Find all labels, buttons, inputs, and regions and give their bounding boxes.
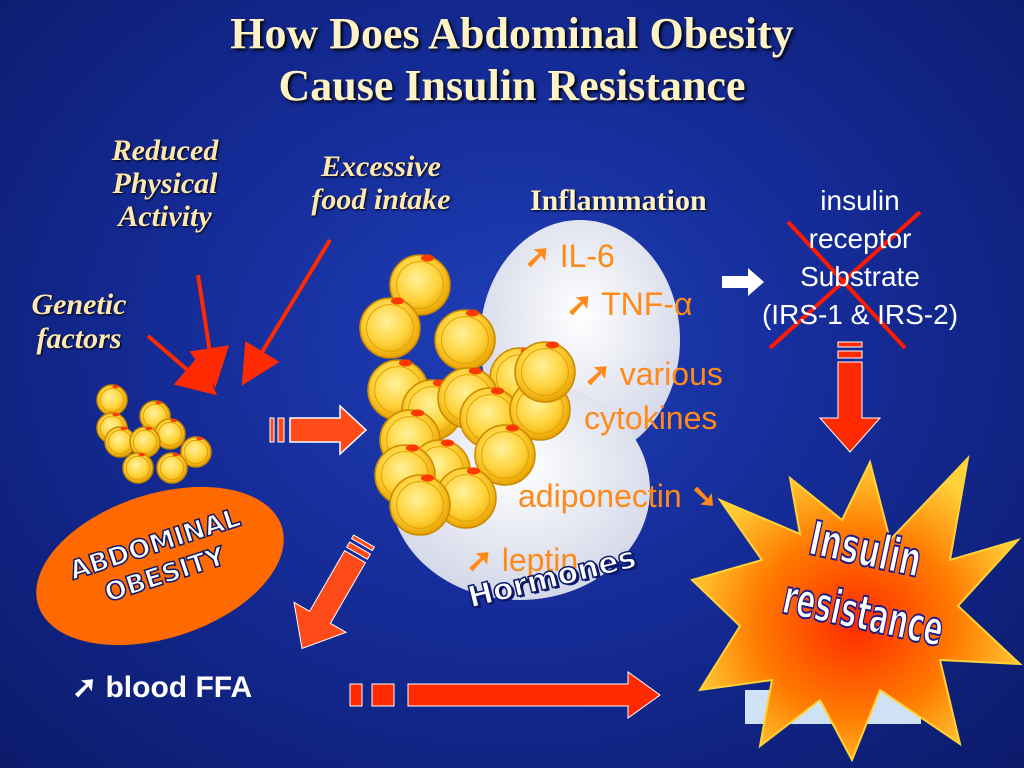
leptin-label: leptin: [501, 542, 579, 578]
reduced-line-3: Activity: [118, 200, 212, 233]
genetic-line-2: factors: [36, 322, 122, 355]
abdominal-obesity-ellipse: [36, 486, 284, 646]
up-arrow-icon: ➚: [584, 356, 611, 392]
il6-item: ➚ IL-6: [524, 238, 615, 274]
fat-cell: [389, 474, 451, 536]
blood-ffa-item: ➚ blood FFA: [72, 670, 252, 705]
white-pointer-arrow: [722, 268, 764, 296]
reduced-line-1: Reduced: [111, 134, 219, 167]
insulin-resistance-starburst: [690, 454, 1023, 763]
fat-cell: [474, 424, 536, 486]
genetic-factors-arrow: [146, 334, 218, 396]
reduced-activity-label: Reduced Physical Activity: [80, 134, 250, 233]
down-arrow-icon: ➘: [690, 478, 718, 514]
page-title: How Does Abdominal Obesity Cause Insulin…: [0, 8, 1024, 112]
fat-cell: [122, 452, 154, 484]
excessive-food-label: Excessive food intake: [276, 150, 486, 216]
excessive-line-1: Excessive: [321, 150, 441, 183]
small-fat-cell-cluster: [96, 384, 212, 484]
genetic-line-1: Genetic: [31, 288, 127, 321]
irs-line-3: Substrate: [800, 261, 920, 292]
up-arrow-icon: ➚: [466, 542, 493, 578]
large-fat-cell-cluster: [359, 254, 576, 536]
genetic-factors-label: Genetic factors: [4, 288, 154, 356]
il6-label: IL-6: [559, 238, 615, 274]
up-arrow-icon: ➚: [72, 671, 98, 704]
food-intake-arrow: [241, 238, 332, 386]
reduced-line-2: Physical: [112, 167, 218, 200]
tnf-label: TNF-α: [601, 286, 693, 322]
up-arrow-icon: ➚: [524, 238, 551, 274]
fat-cell: [359, 297, 421, 359]
irs-down-arrow: [818, 341, 882, 453]
fat-cell: [129, 426, 161, 458]
irs-line-1: insulin: [820, 185, 900, 216]
fat-cell: [434, 309, 496, 371]
fat-cell: [96, 384, 128, 416]
fat-cell: [156, 452, 188, 484]
fat-cell: [180, 436, 212, 468]
up-arrow-icon: ➚: [566, 286, 593, 322]
hormones-blob: [390, 380, 650, 600]
irs-label: insulin receptor Substrate (IRS-1 & IRS-…: [740, 182, 980, 334]
tnf-item: ➚ TNF-α: [566, 286, 692, 322]
fat-cell: [389, 254, 451, 316]
blood-ffa-label: blood FFA: [105, 671, 253, 704]
inflammation-label: Inflammation: [530, 184, 707, 217]
title-line-2: Cause Insulin Resistance: [278, 61, 746, 110]
adiponectin-item: adiponectin ➘: [518, 478, 717, 514]
fat-cell: [514, 341, 576, 403]
leptin-item: ➚ leptin: [466, 542, 578, 578]
excessive-line-2: food intake: [311, 183, 451, 216]
various-label: various: [619, 356, 723, 392]
reduced-activity-arrow: [189, 274, 230, 388]
cells-growth-arrow: [269, 404, 368, 456]
irs-cross-out: [768, 210, 922, 350]
ffa-diagonal-arrow: [293, 534, 376, 650]
cytokines-item: ➚ various cytokines: [584, 352, 723, 440]
adiponectin-label: adiponectin: [518, 478, 682, 514]
irs-line-2: receptor: [808, 223, 912, 254]
irs-line-4: (IRS-1 & IRS-2): [761, 299, 959, 330]
cytokines-label: cytokines: [584, 400, 718, 436]
title-line-1: How Does Abdominal Obesity: [230, 9, 794, 58]
